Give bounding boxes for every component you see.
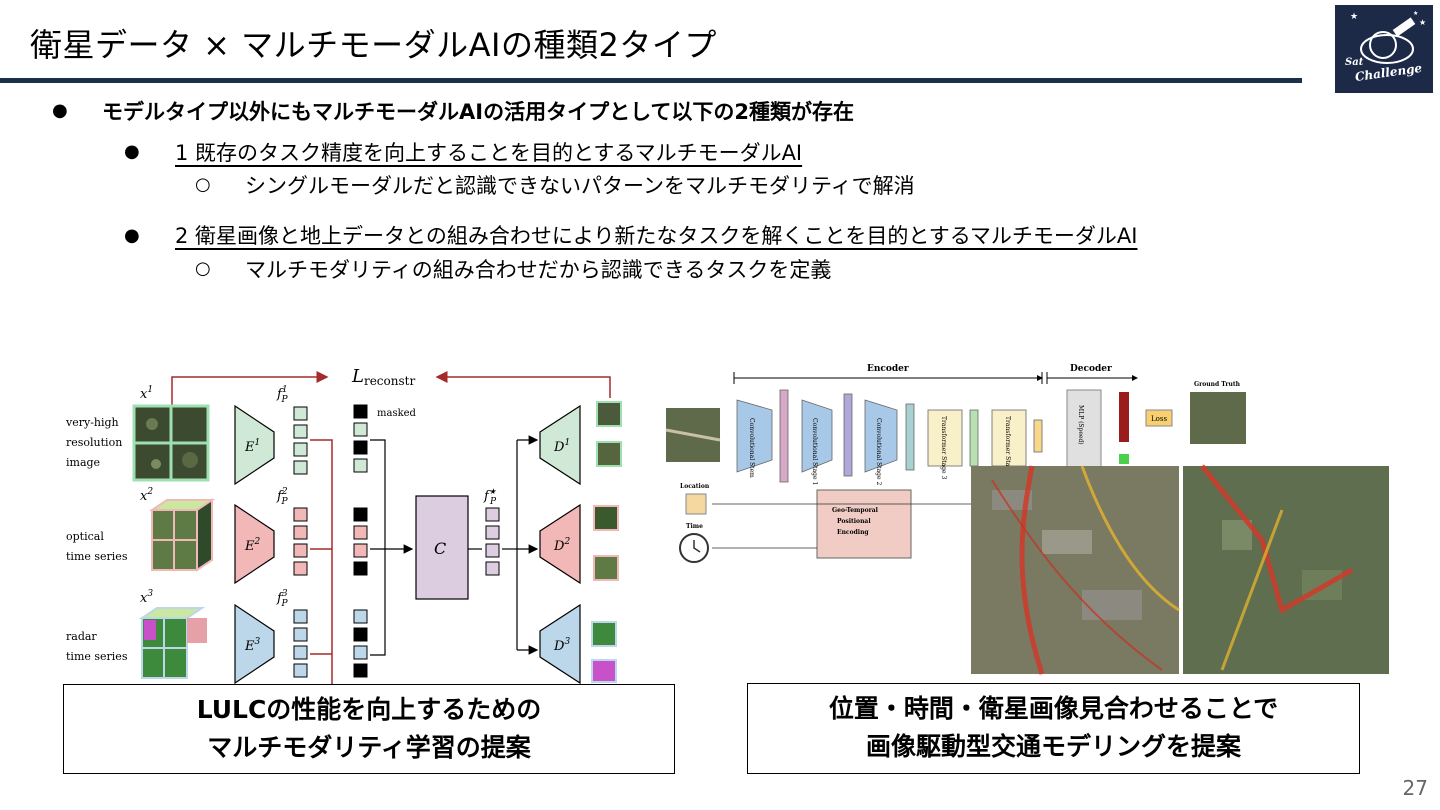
x2-label: x2 bbox=[140, 487, 153, 504]
lulc-figure: Lreconstr very-high resolution image opt… bbox=[52, 360, 632, 685]
decoded-outputs bbox=[591, 401, 622, 683]
svg-text:Encoding: Encoding bbox=[837, 529, 869, 536]
svg-text:D2: D2 bbox=[553, 537, 570, 554]
block-label: Transformer Stage 3 bbox=[940, 416, 947, 480]
title-rule bbox=[0, 78, 1302, 83]
encoder-1 bbox=[234, 404, 275, 486]
tokens-row2 bbox=[293, 507, 308, 576]
row1-label: resolution bbox=[66, 436, 122, 449]
traffic-figure: Encoder Decoder Convolutional Stem Convo… bbox=[662, 360, 1392, 680]
caption-line: 位置・時間・衛星画像見合わせることで bbox=[828, 694, 1279, 723]
traffic-overlay-image-1 bbox=[971, 465, 1180, 675]
svg-text:D1: D1 bbox=[553, 438, 570, 455]
decoder-1 bbox=[539, 404, 581, 486]
block-label: Transformer Stage 4 bbox=[1004, 416, 1011, 480]
center-block bbox=[415, 495, 469, 600]
decoder-2 bbox=[539, 503, 581, 585]
svg-text:f3P: f3P bbox=[276, 589, 289, 609]
decoder-label: Decoder bbox=[1070, 364, 1112, 374]
location-label: Location bbox=[680, 483, 710, 490]
row3-label: time series bbox=[66, 650, 128, 663]
time-label: Time bbox=[686, 523, 703, 530]
svg-text:E3: E3 bbox=[244, 637, 261, 654]
ground-truth-label: Ground Truth bbox=[1194, 381, 1241, 388]
satai-logo: ★ ★ ★ Sat Challenge bbox=[1335, 5, 1433, 93]
caption-box-lulc: LULCの性能を向上するための マルチモダリティ学習の提案 bbox=[63, 684, 675, 774]
row3-label: radar bbox=[66, 630, 97, 643]
decoder-3 bbox=[539, 603, 581, 685]
conv-blocks bbox=[736, 389, 1043, 483]
svg-text:★: ★ bbox=[1419, 18, 1426, 27]
optical-cube bbox=[148, 498, 216, 572]
bullet-marker: ● bbox=[124, 141, 140, 162]
svg-text:Challenge: Challenge bbox=[1354, 61, 1423, 84]
page-title: 衛星データ × マルチモーダルAIの種類2タイプ bbox=[30, 26, 717, 64]
tokens-row3 bbox=[293, 609, 308, 678]
block-label: Convolutional Stage 2 bbox=[875, 418, 882, 485]
svg-text:Sat: Sat bbox=[1345, 57, 1364, 68]
row2-label: optical bbox=[66, 530, 104, 543]
x3-label: x3 bbox=[140, 589, 153, 606]
item-1-label: 1 既存のタスク精度を向上することを目的とするマルチモーダルAI bbox=[175, 141, 803, 165]
svg-text:f2P: f2P bbox=[276, 487, 289, 507]
item-2-label: 2 衛星画像と地上データとの組み合わせにより新たなタスクを解くことを目的とするマ… bbox=[175, 224, 1138, 248]
encoder-3 bbox=[234, 603, 275, 685]
caption-line: マルチモダリティ学習の提案 bbox=[207, 733, 531, 762]
row1-label: image bbox=[66, 456, 100, 469]
masked-tokens bbox=[353, 404, 368, 678]
loss-box bbox=[1145, 409, 1173, 427]
encoder-label: Encoder bbox=[867, 364, 909, 374]
caption-box-traffic: 位置・時間・衛星画像見合わせることで 画像駆動型交通モデリングを提案 bbox=[747, 683, 1360, 774]
svg-text:E2: E2 bbox=[244, 537, 261, 554]
location-icon bbox=[685, 493, 707, 515]
caption-line: 画像駆動型交通モデリングを提案 bbox=[865, 732, 1241, 761]
svg-text:f★P: f★P bbox=[483, 487, 497, 507]
block-label: Convolutional Stage 1 bbox=[811, 418, 818, 485]
bullet-marker: ● bbox=[124, 225, 140, 246]
fused-tokens bbox=[485, 507, 500, 576]
svg-text:Geo-Temporal: Geo-Temporal bbox=[832, 507, 879, 514]
vhr-image bbox=[132, 404, 210, 482]
mlp-block bbox=[1066, 389, 1102, 471]
svg-text:MLP (Speed): MLP (Speed) bbox=[1077, 405, 1084, 445]
bullet-marker: ● bbox=[52, 100, 68, 121]
caption-line: LULCの性能を向上するための bbox=[196, 695, 542, 724]
svg-text:f1P: f1P bbox=[276, 385, 289, 405]
block-label: Convolutional Stem bbox=[748, 418, 755, 478]
sub-bullet-marker: ○ bbox=[195, 174, 211, 195]
svg-text:★: ★ bbox=[1413, 10, 1418, 17]
svg-text:E1: E1 bbox=[244, 438, 260, 455]
item-2-sub: マルチモダリティの組み合わせだから認識できるタスクを定義 bbox=[245, 258, 832, 282]
encoder-2 bbox=[234, 503, 275, 585]
item-1-sub: シングルモーダルだと認識できないパターンをマルチモダリティで解消 bbox=[245, 174, 915, 198]
page-number: 27 bbox=[1402, 776, 1428, 800]
svg-text:Positional: Positional bbox=[837, 518, 871, 525]
loss-label: Lreconstr bbox=[351, 366, 415, 388]
svg-text:Loss: Loss bbox=[1151, 415, 1167, 423]
svg-text:★: ★ bbox=[1350, 12, 1358, 22]
row1-label: very-high bbox=[65, 416, 119, 429]
svg-text:C: C bbox=[434, 539, 446, 558]
radar-cube bbox=[138, 607, 207, 679]
svg-text:D3: D3 bbox=[553, 637, 570, 654]
tokens-row1 bbox=[293, 406, 308, 475]
geo-temporal-encoding bbox=[816, 489, 912, 559]
masked-label: masked bbox=[377, 408, 417, 419]
x1-label: x1 bbox=[140, 385, 153, 402]
sub-bullet-marker: ○ bbox=[195, 258, 211, 279]
row2-label: time series bbox=[66, 550, 128, 563]
traffic-overlay-image-2 bbox=[1183, 464, 1389, 674]
main-bullet-text: モデルタイプ以外にもマルチモーダルAIの活用タイプとして以下の2種類が存在 bbox=[102, 100, 855, 124]
